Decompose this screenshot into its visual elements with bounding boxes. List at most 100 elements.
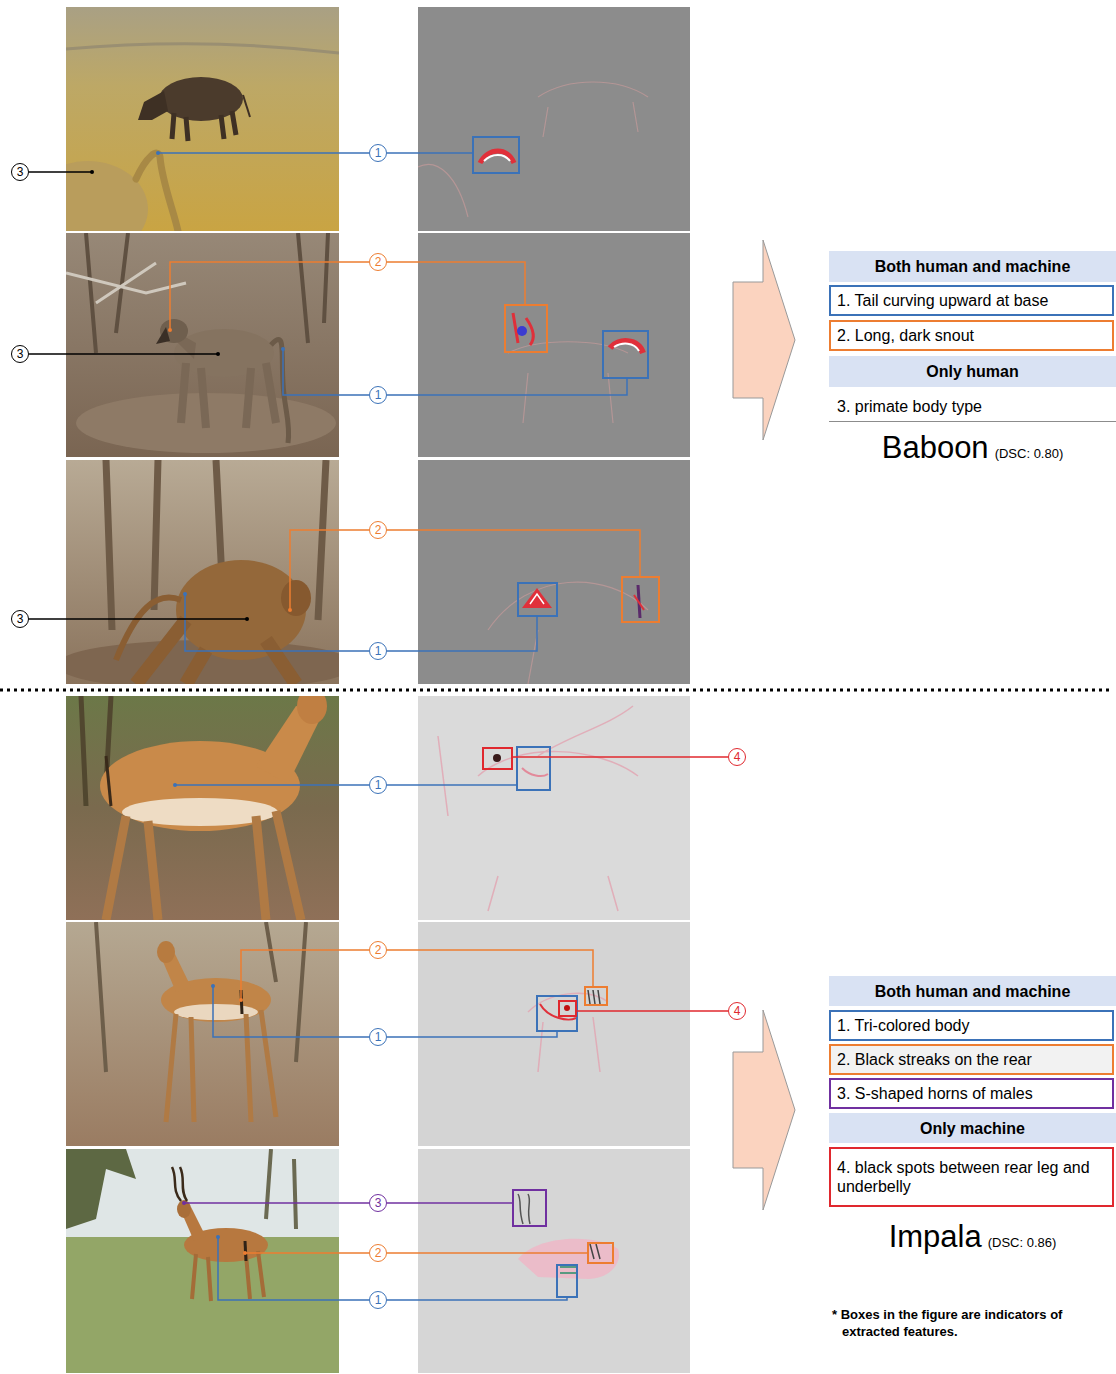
- feature-row: 3. S-shaped horns of males: [829, 1078, 1114, 1109]
- label-group: * Boxes in the figure are indicators of …: [832, 1306, 1114, 1340]
- saliency-map: [560, 1267, 576, 1273]
- leader-line: [387, 530, 640, 577]
- header-text: Both human and machine: [875, 982, 1071, 1001]
- leader-line: [245, 1252, 369, 1254]
- baboon-photo: [181, 363, 276, 428]
- impala-photo: [106, 811, 301, 920]
- header-text: Only human: [926, 362, 1018, 381]
- saliency-map: [418, 233, 690, 457]
- header-text: Both human and machine: [875, 257, 1071, 276]
- impala-photo: [266, 1149, 296, 1229]
- impala-photo: [245, 1241, 246, 1261]
- leader-dot: [216, 1235, 220, 1239]
- callout-number: 1: [369, 1291, 387, 1309]
- leader-dot: [288, 608, 292, 612]
- feature-row: 2. Black streaks on the rear: [829, 1044, 1114, 1075]
- feature-box: [473, 137, 659, 1297]
- callout-number: 1: [369, 642, 387, 660]
- saliency-map: [488, 582, 648, 684]
- callout-number: 2: [369, 521, 387, 539]
- feature-text: 3. primate body type: [837, 397, 982, 416]
- leader-dot: [90, 170, 94, 174]
- baboon-photo: [66, 44, 339, 53]
- feature-row: 1. Tri-colored body: [829, 1010, 1114, 1041]
- block-arrow: [733, 240, 795, 440]
- saliency-map: [518, 1239, 619, 1279]
- impala-photo: [192, 1251, 264, 1301]
- leader-line: [29, 153, 728, 1300]
- leader-line: [218, 1237, 369, 1300]
- baboon-photo: [271, 339, 289, 443]
- feature-box: [559, 1001, 576, 1016]
- feature-row: 4. black spots between rear leg and unde…: [829, 1147, 1114, 1207]
- saliency-map: [508, 342, 628, 423]
- callout-number: 4: [728, 1002, 746, 1020]
- species-name: Baboon: [882, 430, 989, 465]
- saliency-map: [614, 344, 639, 351]
- saliency-map: [530, 594, 544, 604]
- callout-digit: 4: [734, 1004, 741, 1018]
- saliency-map: [418, 7, 690, 231]
- callout-digit: 2: [375, 523, 382, 537]
- saliency-map: [418, 696, 690, 920]
- impala-photo: [66, 688, 339, 920]
- leader-line: [29, 353, 218, 355]
- saliency-map: [418, 922, 690, 1146]
- leader-dot: [245, 617, 249, 621]
- saliency-map: [610, 341, 643, 353]
- impala-photo: [66, 922, 339, 1146]
- impala-photo: [106, 756, 111, 806]
- callout-number: 3: [11, 345, 29, 363]
- feature-row: 1. Tail curving upward at base: [829, 285, 1114, 316]
- feature-box: [473, 137, 519, 173]
- header-text: Only machine: [920, 1119, 1025, 1138]
- leader-line: [387, 950, 593, 987]
- callout-digit: 3: [17, 165, 24, 179]
- footnote: * Boxes in the figure are indicators of …: [832, 1306, 1114, 1340]
- impala-photo: [157, 941, 175, 963]
- feature-box: [588, 1243, 613, 1263]
- saliency-map: [522, 768, 548, 776]
- callout-digit: 3: [17, 347, 24, 361]
- callout-digit: 2: [375, 943, 382, 957]
- leader-line: [170, 262, 369, 330]
- label-group: Impala(DSC: 0.86): [829, 1219, 1116, 1255]
- saliency-map: [418, 233, 690, 457]
- saliency-map: [590, 1244, 600, 1259]
- feature-row: 2. Long, dark snout: [829, 320, 1114, 351]
- feature-box: [513, 1190, 546, 1226]
- impala-photo: [66, 922, 339, 1146]
- baboon-photo: [172, 111, 236, 141]
- leader-line: [387, 1031, 557, 1037]
- feature-box: [518, 583, 557, 616]
- baboon-photo: [281, 580, 311, 616]
- leader-dot: [281, 347, 285, 351]
- callout-number: 2: [369, 1244, 387, 1262]
- block-arrow: [733, 1010, 795, 1210]
- callout-digit: 1: [375, 388, 382, 402]
- leader-dot: [211, 984, 215, 988]
- table-header: Only human: [829, 356, 1116, 387]
- leader-line: [576, 1010, 728, 1012]
- feature-text: 2. Long, dark snout: [837, 326, 974, 345]
- leader-line: [387, 1202, 513, 1204]
- feature-box: [537, 996, 577, 1031]
- saliency-map: [418, 922, 690, 1146]
- saliency-map: [418, 7, 690, 231]
- leader-line: [387, 1297, 567, 1300]
- leader-line: [387, 378, 627, 395]
- callout-digit: 1: [375, 778, 382, 792]
- saliency-map: [438, 706, 638, 911]
- saliency-map: [518, 1194, 530, 1224]
- leader-line: [512, 756, 728, 758]
- feature-text: 3. S-shaped horns of males: [837, 1084, 1033, 1103]
- baboon-photo: [136, 620, 296, 684]
- leader-line: [290, 530, 369, 610]
- feature-text: 1. Tri-colored body: [837, 1016, 970, 1035]
- saliency-map: [517, 326, 527, 336]
- saliency-map: [484, 155, 510, 161]
- feature-text: 4. black spots between rear leg and unde…: [837, 1158, 1106, 1196]
- impala-photo: [66, 1149, 339, 1373]
- callout-digit: 1: [375, 146, 382, 160]
